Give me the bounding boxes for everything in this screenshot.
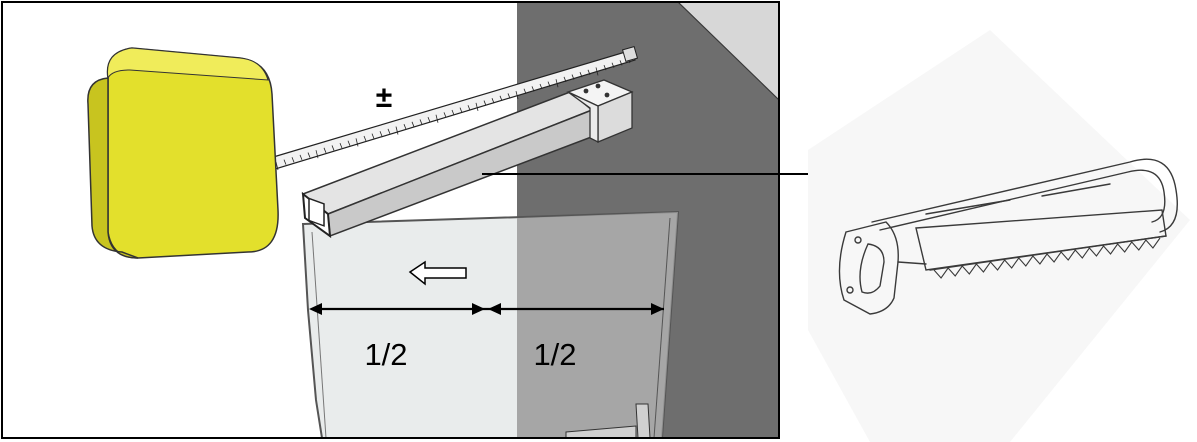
half-right-label: 1/2 [533, 337, 576, 372]
stabilizer-bar [301, 79, 634, 239]
glass-panel [301, 210, 680, 439]
hollow-left-arrow-icon [408, 260, 467, 286]
hacksaw-icon [808, 30, 1190, 442]
half-width-dimension [309, 303, 664, 315]
scene-border [1, 1, 780, 439]
tolerance-label: ± [376, 81, 392, 114]
half-left-label: 1/2 [364, 337, 407, 372]
tape-measure-icon [87, 47, 279, 259]
